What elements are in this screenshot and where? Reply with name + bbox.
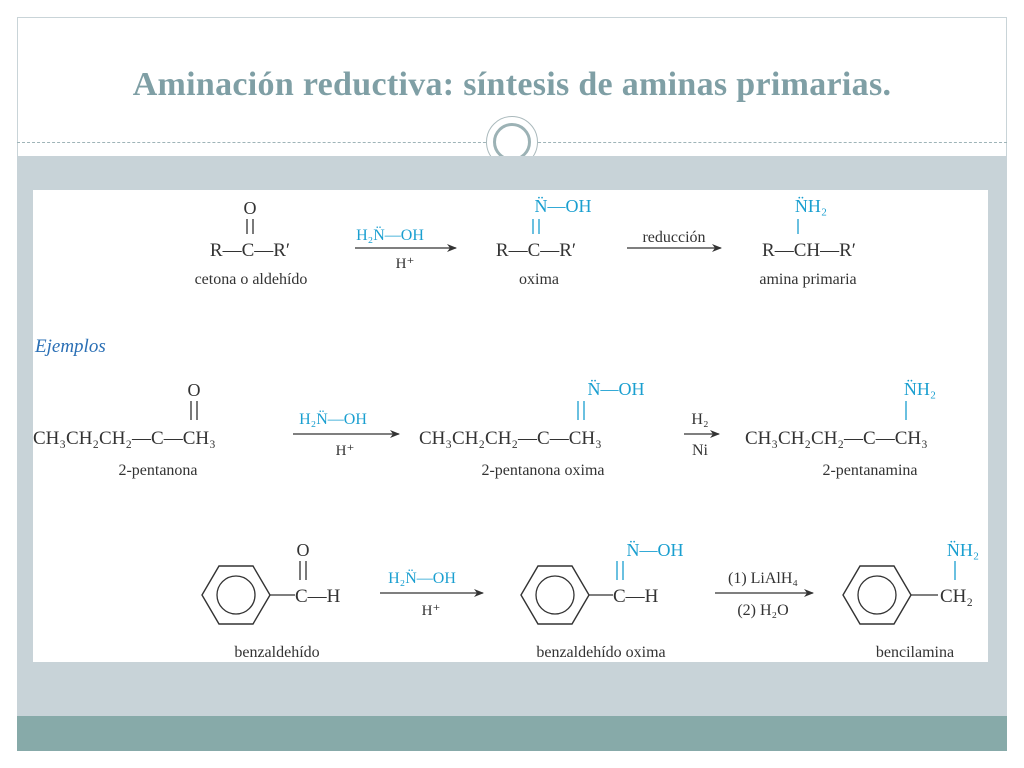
general-oxime-label: oxima: [519, 271, 559, 288]
benzene-ring-icon: [201, 565, 271, 625]
general-reaction: O R—C—R′ cetona o aldehído H₂N̈—OH H⁺ N̈…: [195, 196, 857, 288]
ex2-oxime-formula: C—H: [613, 586, 659, 607]
ex1-ketone-formula: CH₃CH₂CH₂—C—CH₃: [33, 428, 216, 449]
ex2-aldehyde-oxygen: O: [297, 540, 310, 560]
ex1-reduct-top: H₂: [691, 411, 708, 428]
ex1-reduct-bottom: Ni: [692, 442, 709, 459]
ex2-reduct-bottom: (2) H₂O: [737, 602, 788, 619]
ex2-amine-label: bencilamina: [876, 644, 954, 661]
general-reagent-bottom: H⁺: [396, 256, 415, 272]
ex2-aldehyde-label: benzaldehído: [234, 644, 319, 661]
ex2-amine-nh2: N̈H₂: [947, 540, 979, 560]
ex1-oxime-formula: CH₃CH₂CH₂—C—CH₃: [419, 428, 602, 449]
general-ketone-formula: R—C—R′: [210, 240, 290, 261]
ex2-reduct-top: (1) LiAlH₄: [728, 570, 798, 587]
ex1-amine-nh2: N̈H₂: [904, 379, 936, 399]
general-reagent-top: H₂N̈—OH: [356, 226, 424, 244]
ex1-oxime-label: 2-pentanona oxima: [481, 462, 604, 479]
benzene-ring-icon: [520, 565, 590, 625]
general-ketone-label: cetona o aldehído: [195, 271, 308, 288]
general-oxime-noh: N̈—OH: [535, 196, 592, 216]
example-benzaldehyde: O C—H benzaldehído H₂N̈—OH H⁺ N̈—OH C—H …: [201, 540, 979, 661]
ex1-amine-label: 2-pentanamina: [822, 462, 917, 479]
general-ketone-oxygen: O: [244, 198, 257, 218]
ex2-reagent-top: H₂N̈—OH: [388, 569, 456, 587]
ex2-oxime-noh: N̈—OH: [627, 540, 684, 560]
slide-title: Aminación reductiva: síntesis de aminas …: [132, 66, 892, 103]
ex2-aldehyde-formula: C—H: [295, 586, 341, 607]
ex1-reagent-bottom: H⁺: [336, 443, 355, 459]
benzene-ring-icon: [842, 565, 912, 625]
general-oxime-formula: R—C—R′: [496, 240, 576, 261]
ex2-amine-formula: CH₂: [940, 586, 973, 607]
ex1-amine-formula: CH₃CH₂CH₂—C—CH₃: [745, 428, 928, 449]
examples-heading: Ejemplos: [34, 336, 106, 357]
reaction-diagram: O R—C—R′ cetona o aldehído H₂N̈—OH H⁺ N̈…: [33, 196, 979, 661]
general-amine-label: amina primaria: [759, 271, 856, 288]
footer-band: [17, 716, 1007, 751]
ex1-reagent-top: H₂N̈—OH: [299, 410, 367, 428]
ex2-reagent-bottom: H⁺: [422, 603, 441, 619]
general-amine-formula: R—CH—R′: [762, 240, 856, 261]
ex1-oxime-noh: N̈—OH: [588, 379, 645, 399]
ex1-ketone-oxygen: O: [188, 380, 201, 400]
ex2-oxime-label: benzaldehído oxima: [536, 644, 665, 661]
example-pentanone: O CH₃CH₂CH₂—C—CH₃ 2-pentanona H₂N̈—OH H⁺…: [33, 379, 936, 479]
ex1-ketone-label: 2-pentanona: [118, 462, 197, 479]
general-reduction-label: reducción: [642, 229, 705, 246]
reaction-panel: O R—C—R′ cetona o aldehído H₂N̈—OH H⁺ N̈…: [33, 190, 988, 662]
general-amine-nh2: N̈H₂: [795, 196, 827, 216]
